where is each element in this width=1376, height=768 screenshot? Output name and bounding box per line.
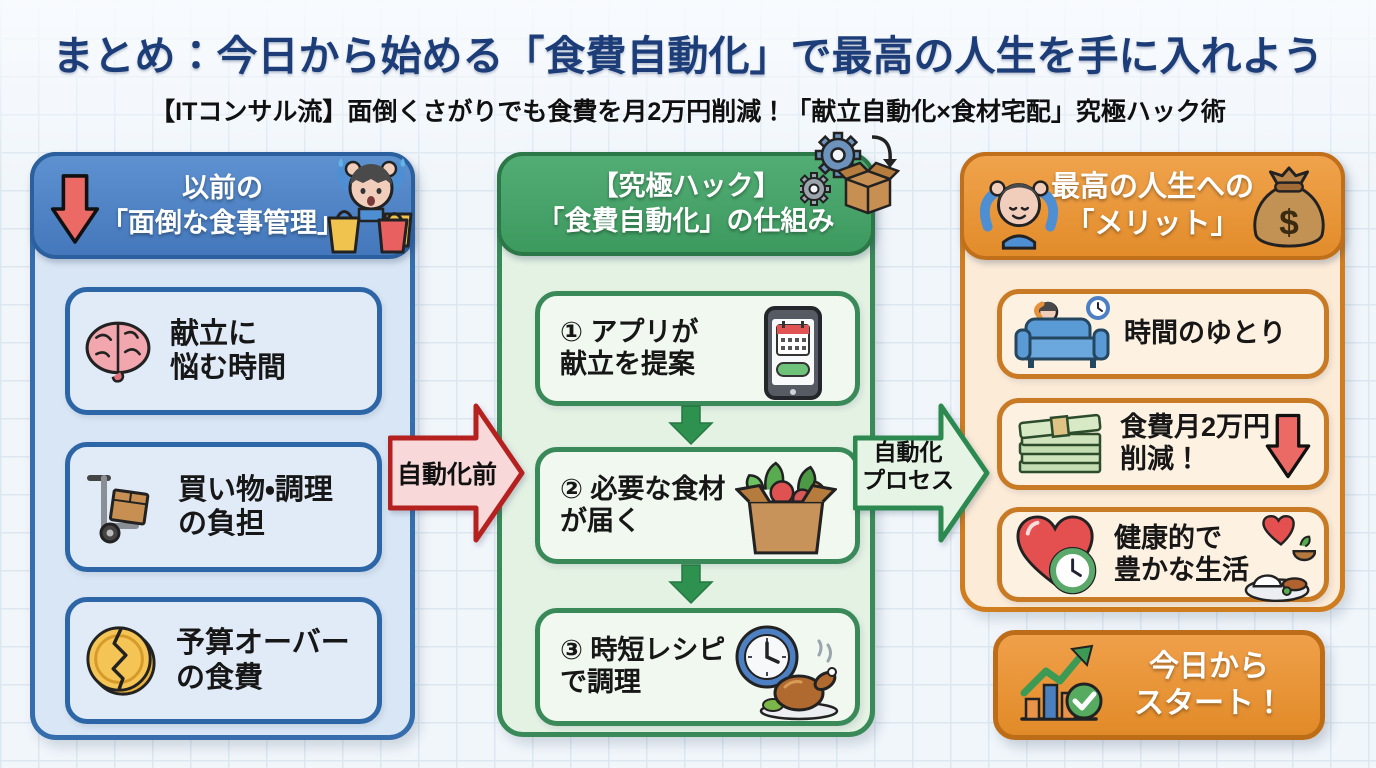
step2-to-step3-arrow (668, 564, 714, 605)
before-card-budget: 予算オーバー の食費 (65, 597, 382, 724)
before-header-line1: 以前の (182, 172, 263, 203)
merit-card-health-text: 健康的で 豊かな生活 (1114, 522, 1249, 585)
before-header: 以前の 「面倒な食事管理」 (30, 152, 415, 259)
merit-header-line1: 最高の人生への (1050, 170, 1254, 203)
merit-header: 最高の人生への 「メリット」 $ (960, 152, 1345, 260)
before-card-budget-text: 予算オーバー の食費 (176, 627, 350, 694)
merit-card-time-text: 時間のゆとり (1124, 318, 1286, 349)
step1-to-step2-arrow (668, 405, 714, 446)
before-header-line2: 「面倒な食事管理」 (101, 207, 344, 238)
merit-card-health: 健康的で 豊かな生活 (997, 507, 1329, 603)
before-card-menu-text: 献立に 悩む時間 (170, 317, 287, 384)
before-card-shopping: 買い物・調理 の負担 (65, 442, 382, 572)
heart-salad-icon (1244, 514, 1316, 603)
svg-text:$: $ (1279, 203, 1299, 242)
process-header-line1: 【究極ハック】 (591, 171, 781, 202)
process-panel: 【究極ハック】 「食費自動化」の仕組み (497, 131, 900, 737)
down-arrow-icon (1265, 413, 1311, 479)
before-card-menu: 献立に 悩む時間 (65, 287, 382, 415)
money-stack-icon (1018, 413, 1102, 474)
process-to-merit-arrow-label: 自動化 プロセス (862, 439, 954, 494)
vegetable-box-icon (735, 461, 837, 555)
process-header-line2: 「食費自動化」の仕組み (537, 206, 835, 236)
merit-panel: 最高の人生への 「メリット」 $ (960, 152, 1345, 612)
broken-coin-icon (86, 625, 156, 696)
phone-calendar-icon (764, 306, 822, 400)
process-card-step2-text: ② 必要な食材 が届く (560, 473, 726, 536)
process-card-step3: ③ 時短レシピ で調理 (535, 608, 860, 726)
before-card-shopping-text: 買い物・調理 の負担 (178, 473, 333, 540)
stressed-shopper-icon (327, 158, 413, 254)
process-to-merit-arrow (853, 403, 990, 543)
before-to-process-arrow-label: 自動化前 (396, 461, 497, 489)
page-title: まとめ：今日から始める「食費自動化」で最高の人生を手に入れよう (52, 33, 1324, 79)
merit-card-savings: 食費月2万円 削減！ (997, 398, 1329, 490)
merit-header-line2: 「メリット」 (1065, 208, 1240, 240)
page-subtitle: 【ITコンサル流】面倒くさがりでも食費を月2万円削減！「献立自動化×食材宅配」究… (150, 98, 1226, 126)
merit-card-time: 時間のゆとり (997, 289, 1329, 379)
heart-clock-icon (1016, 514, 1097, 594)
relaxed-person-icon (979, 180, 1059, 250)
cta-banner: 今日から スタート！ (993, 630, 1325, 740)
gears-box-icon (800, 131, 900, 215)
brain-icon (85, 321, 151, 383)
hand-truck-icon (87, 475, 150, 544)
before-panel: 以前の 「面倒な食事管理」 (30, 152, 415, 740)
growth-chart-icon (1020, 644, 1103, 721)
process-card-step2: ② 必要な食材 が届く (535, 447, 860, 564)
process-card-step1-text: ① アプリが 献立を提案 (560, 316, 699, 379)
money-bag-icon: $ (1253, 166, 1325, 248)
before-to-process-arrow (388, 403, 525, 543)
down-arrow-icon (50, 174, 100, 244)
merit-card-savings-text: 食費月2万円 削減！ (1120, 412, 1271, 474)
couch-person-icon (1014, 296, 1110, 368)
clock-roast-icon (735, 625, 839, 721)
cta-icon-wrap (1016, 639, 1108, 732)
process-card-step3-text: ③ 時短レシピ で調理 (560, 635, 726, 697)
process-card-step1: ① アプリが 献立を提案 (535, 291, 860, 406)
cta-text: 今日から スタート！ (1134, 649, 1284, 721)
